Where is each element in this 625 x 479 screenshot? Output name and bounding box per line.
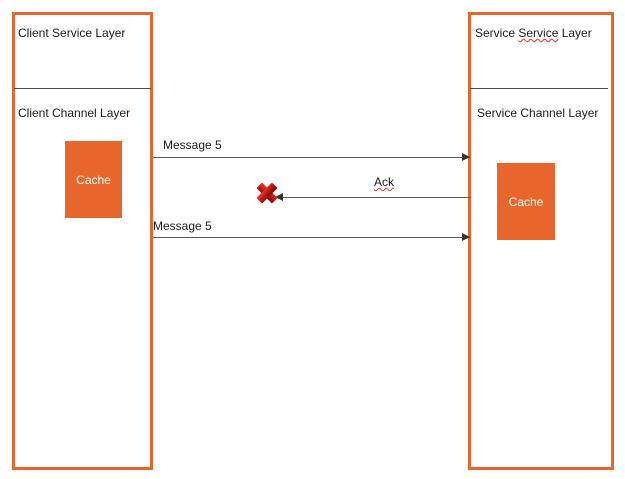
message-1-arrowhead: [462, 152, 470, 161]
client-cache-box[interactable]: Cache: [65, 141, 122, 218]
message-1-label: Message 5: [163, 138, 222, 152]
service-layer-label-misspelled-word: Service: [518, 26, 559, 40]
service-layer-divider: [470, 88, 608, 89]
service-service-layer-label: Service Service Layer: [475, 26, 592, 40]
client-service-layer-label: Client Service Layer: [18, 26, 126, 40]
client-channel-layer-label: Client Channel Layer: [18, 106, 131, 120]
message-2-arrowhead: [462, 232, 470, 241]
message-2-line[interactable]: [153, 237, 470, 238]
client-actor-box[interactable]: [12, 12, 153, 470]
ack-label-text: Ack: [374, 175, 395, 189]
client-cache-label: Cache: [76, 172, 111, 187]
message-2-label: Message 5: [153, 219, 212, 233]
service-cache-box[interactable]: Cache: [497, 163, 555, 240]
ack-arrowhead: [275, 192, 283, 201]
message-lost-cross-icon: [253, 179, 281, 207]
message-1-line[interactable]: [153, 157, 470, 158]
service-channel-layer-label: Service Channel Layer: [477, 106, 599, 120]
service-cache-label: Cache: [508, 194, 544, 209]
service-layer-label-part1: Service: [475, 26, 519, 40]
service-layer-label-part2: Layer: [558, 26, 592, 40]
ack-line[interactable]: [281, 197, 471, 198]
ack-label: Ack: [374, 175, 394, 189]
service-actor-box[interactable]: [468, 12, 614, 470]
client-layer-divider: [14, 88, 151, 89]
